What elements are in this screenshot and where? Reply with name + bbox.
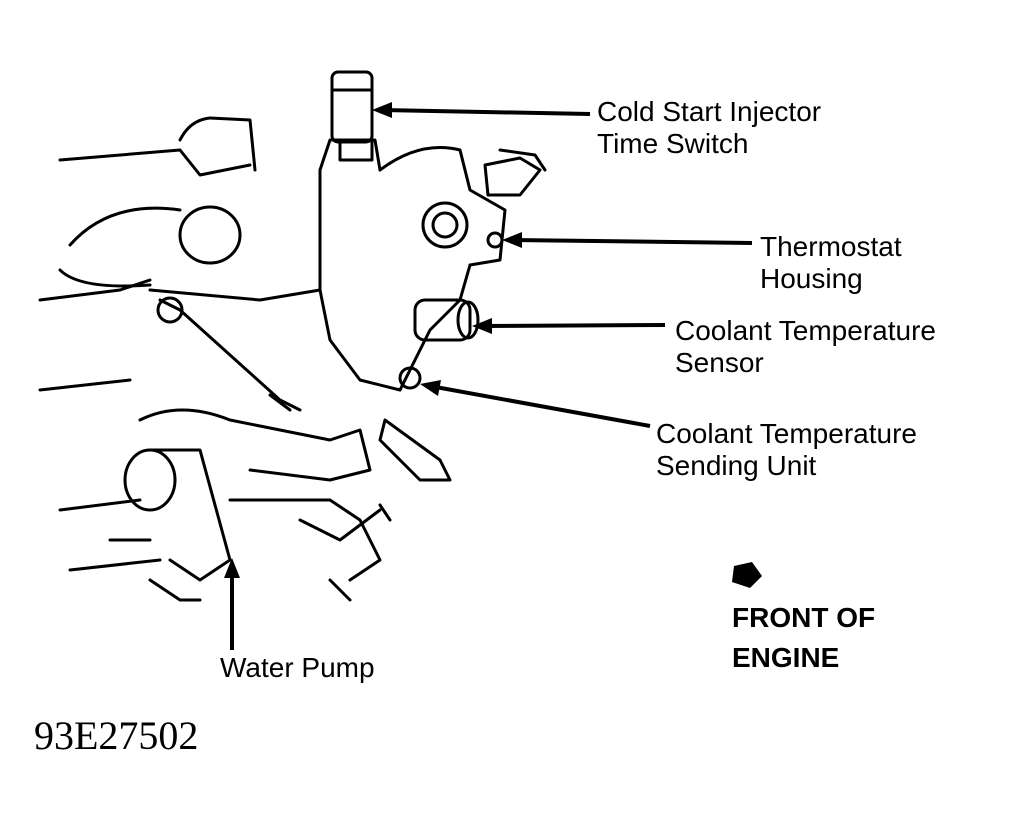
pentagon-arrow-icon	[732, 562, 762, 588]
arrowhead-cold-start	[372, 102, 392, 118]
arrowhead-sending-unit	[420, 380, 441, 396]
label-coolant-temperature-sensor: Coolant Temperature Sensor	[675, 315, 936, 378]
arrowhead-thermostat	[502, 232, 522, 248]
cold-start-leader	[381, 108, 591, 116]
sensor-leader	[481, 323, 666, 328]
sending-unit-leader	[429, 384, 651, 428]
label-coolant-temperature-sending-unit: Coolant Temperature Sending Unit	[656, 418, 917, 481]
label-thermostat-housing: Thermostat Housing	[760, 231, 902, 294]
label-water-pump: Water Pump	[220, 652, 375, 683]
label-cold-start-injector: Cold Start Injector Time Switch	[597, 96, 822, 159]
thermostat-leader	[511, 238, 753, 245]
arrowhead-water-pump	[224, 558, 240, 578]
figure-code: 93E27502	[34, 713, 199, 758]
arrowhead-sensor	[472, 318, 492, 334]
label-front-of-engine: FRONT OF ENGINE	[732, 602, 876, 673]
